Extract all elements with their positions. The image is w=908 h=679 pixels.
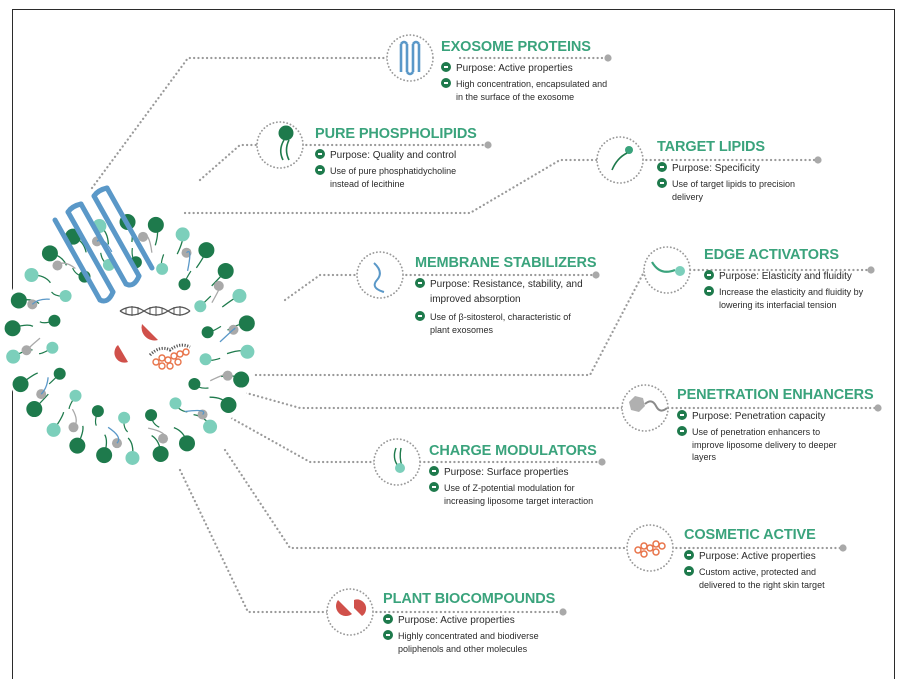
exosome-vesicle <box>2 185 258 468</box>
penetration-enhancer-icon <box>621 384 669 432</box>
bullet-icon <box>429 482 439 492</box>
section-pure-phospholipids: PURE PHOSPHOLIPIDS Purpose: Quality and … <box>315 126 477 190</box>
bullet-icon <box>657 178 667 188</box>
bullet-icon <box>315 165 325 175</box>
connector-lines <box>90 56 877 614</box>
section-target-lipids: TARGET LIPIDS Purpose: Specificity Use o… <box>657 139 795 203</box>
edge-activator-icon <box>643 246 691 294</box>
section-title: PURE PHOSPHOLIPIDS <box>315 126 477 142</box>
bullet-icon <box>441 62 451 72</box>
section-title: PLANT BIOCOMPOUNDS <box>383 591 556 607</box>
bullet-icon <box>677 410 687 420</box>
transmembrane-protein <box>52 185 155 304</box>
purpose-line: Purpose: Active properties <box>684 550 825 563</box>
section-exosome-proteins: EXOSOME PROTEINS Purpose: Active propert… <box>441 39 607 103</box>
purpose-line: Purpose: Elasticity and fluidity <box>704 270 863 283</box>
section-charge-modulators: CHARGE MODULATORS Purpose: Surface prope… <box>429 443 597 507</box>
section-title: EXOSOME PROTEINS <box>441 39 591 55</box>
section-cosmetic-active: COSMETIC ACTIVE Purpose: Active properti… <box>684 527 825 591</box>
section-title: MEMBRANE STABILIZERS <box>415 255 597 271</box>
protein-icon <box>386 34 434 82</box>
section-membrane-stabilizers: MEMBRANE STABILIZERS Purpose: Resistance… <box>415 255 597 336</box>
purpose-line: Purpose: Quality and control <box>315 149 477 162</box>
section-title: COSMETIC ACTIVE <box>684 527 816 543</box>
bullet-icon <box>704 270 714 280</box>
dna-strand <box>119 306 191 316</box>
bullet-icon <box>677 426 687 436</box>
bullet-icon <box>415 278 425 288</box>
bullet-icon <box>684 550 694 560</box>
section-title: TARGET LIPIDS <box>657 139 765 155</box>
bullet-icon <box>684 566 694 576</box>
polyphenol-molecule <box>141 324 158 341</box>
cosmetic-active-cluster <box>152 348 190 370</box>
bullet-icon <box>441 78 451 88</box>
bullet-icon <box>429 466 439 476</box>
target-lipid-icon <box>596 136 644 184</box>
section-penetration-enhancers: PENETRATION ENHANCERS Purpose: Penetrati… <box>677 387 874 464</box>
cosmetic-active-icon <box>626 524 674 572</box>
section-plant-biocompounds: PLANT BIOCOMPOUNDS Purpose: Active prope… <box>383 591 555 655</box>
section-title: CHARGE MODULATORS <box>429 443 597 459</box>
purpose-line: Purpose: Active properties <box>441 62 607 75</box>
rna-strand <box>148 343 191 357</box>
bullet-icon <box>657 162 667 172</box>
purpose-line: Purpose: Active properties <box>383 614 555 627</box>
section-edge-activators: EDGE ACTIVATORS Purpose: Elasticity and … <box>704 247 863 311</box>
section-title: PENETRATION ENHANCERS <box>677 387 874 403</box>
bullet-icon <box>704 286 714 296</box>
purpose-line: Purpose: Surface properties <box>429 466 597 479</box>
bullet-icon <box>315 149 325 159</box>
charge-modulator-icon <box>373 438 421 486</box>
purpose-line: Purpose: Penetration capacity <box>677 410 874 423</box>
bullet-icon <box>383 614 393 624</box>
connector-endpoints <box>484 54 882 616</box>
section-title: EDGE ACTIVATORS <box>704 247 839 263</box>
bullet-icon <box>415 311 425 321</box>
purpose-line: Purpose: Specificity <box>657 162 795 175</box>
bullet-icon <box>383 630 393 640</box>
